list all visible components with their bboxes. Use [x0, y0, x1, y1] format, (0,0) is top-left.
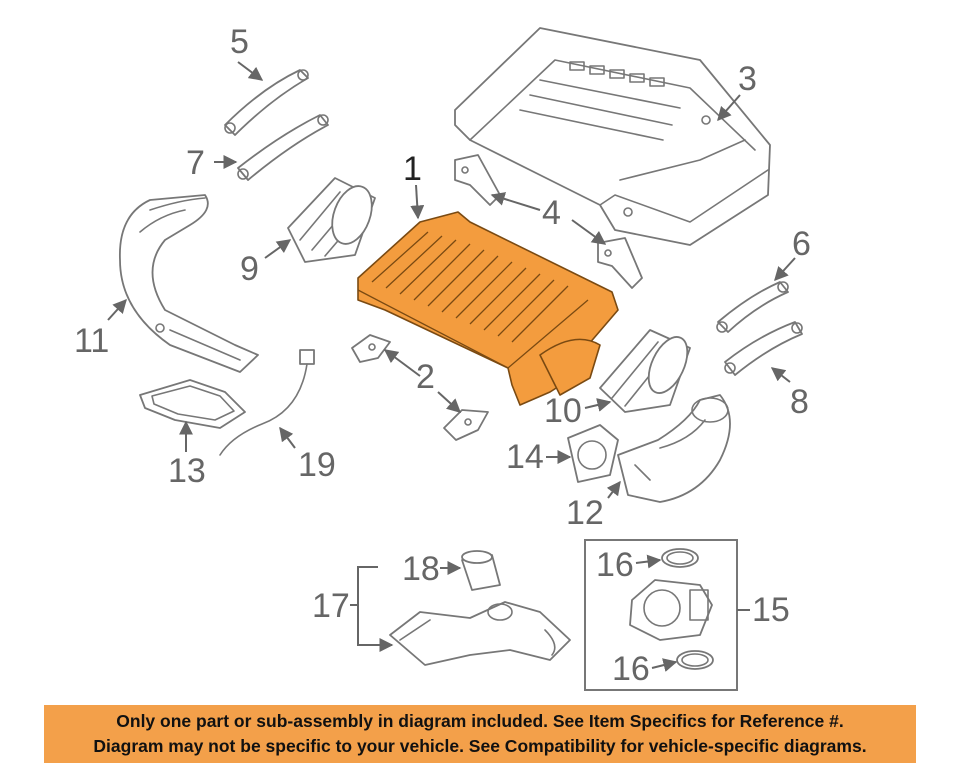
assembly-box-15: [584, 539, 738, 691]
o-ring-part-16-lower: [676, 650, 714, 670]
callout-labels: 1 2 3 4 5 6 7 8 9 10 11 12 13 14 15 16 1…: [74, 23, 811, 688]
intercooler-part-1: [357, 211, 619, 406]
callout-18: 18: [402, 550, 440, 588]
throttle-body-part-15: [629, 579, 713, 641]
sleeve-part-18: [461, 550, 501, 591]
callout-2: 2: [416, 358, 435, 396]
callout-9: 9: [240, 250, 259, 288]
callout-3: 3: [738, 60, 757, 98]
engine-cover-part-3: [454, 27, 771, 246]
clamp-part-7: [237, 114, 329, 181]
callout-19: 19: [298, 446, 336, 484]
callout-16-lower: 16: [612, 650, 650, 688]
bracket-part-4-upper: [454, 154, 501, 206]
bracket-part-4-lower: [597, 237, 643, 289]
gasket-part-14: [567, 424, 619, 483]
clamp-part-8: [724, 321, 803, 376]
callout-13: 13: [168, 452, 206, 490]
callout-16-upper: 16: [596, 546, 634, 584]
elbow-part-12: [617, 394, 731, 503]
leader-lines: [107, 61, 796, 672]
callout-4: 4: [542, 194, 561, 232]
callout-5: 5: [230, 23, 249, 61]
hose-part-10: [599, 329, 691, 413]
disclaimer-banner: Only one part or sub-assembly in diagram…: [44, 705, 916, 763]
clamp-part-5: [224, 69, 309, 136]
callout-14: 14: [506, 438, 544, 476]
bracket-part-2-lower: [443, 409, 489, 441]
sensor-part-19: [219, 349, 315, 456]
gasket-part-13: [139, 379, 246, 429]
callout-8: 8: [790, 383, 809, 421]
callout-17: 17: [312, 587, 350, 625]
callout-15: 15: [752, 591, 790, 629]
callout-7: 7: [186, 144, 205, 182]
air-duct-part-11: [119, 194, 259, 373]
intake-pipe-part-17: [389, 601, 571, 666]
callout-1: 1: [403, 150, 422, 188]
disclaimer-line-2: Diagram may not be specific to your vehi…: [93, 736, 867, 756]
callout-6: 6: [792, 225, 811, 263]
clamp-part-6: [716, 281, 789, 333]
o-ring-part-16-upper: [661, 548, 699, 568]
bracket-part-2-upper: [351, 334, 391, 363]
callout-11: 11: [74, 322, 109, 360]
disclaimer-line-1: Only one part or sub-assembly in diagram…: [116, 711, 844, 731]
callout-12: 12: [566, 494, 604, 532]
hose-part-9: [287, 177, 376, 263]
callout-10: 10: [544, 392, 582, 430]
